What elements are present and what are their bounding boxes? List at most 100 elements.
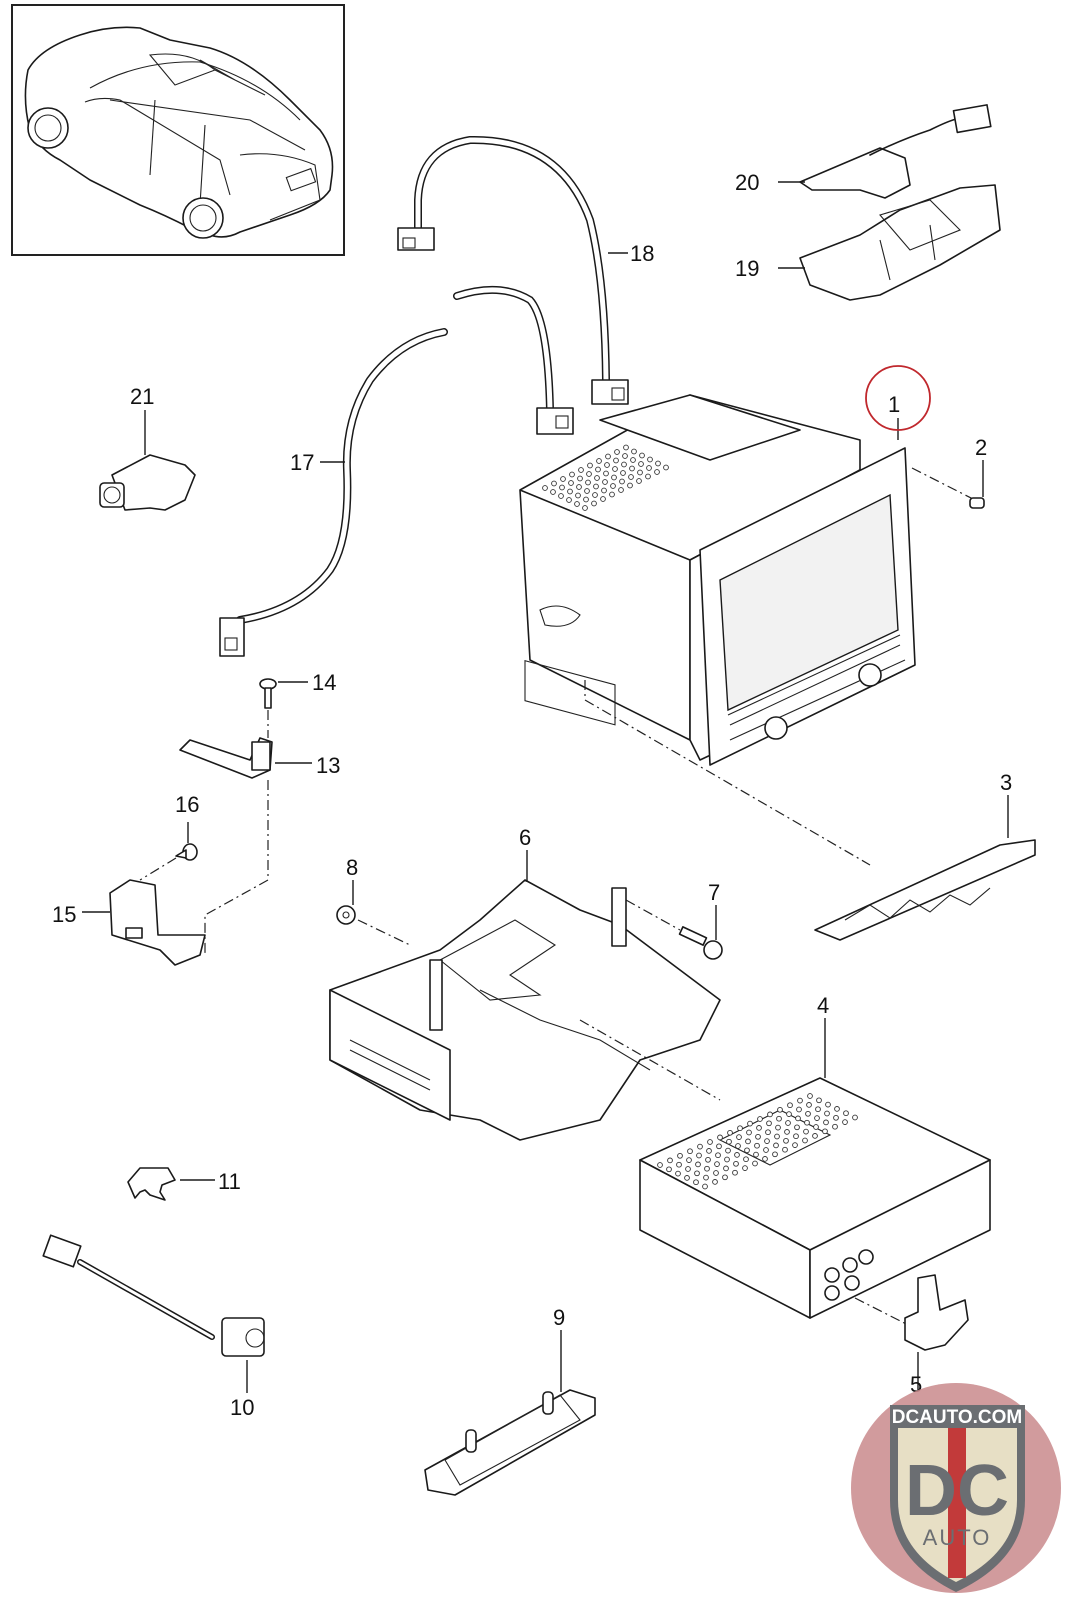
vent-holes (542, 444, 669, 511)
connector-icon (536, 407, 574, 435)
vent-hole (601, 487, 607, 494)
vent-hole (733, 1160, 739, 1167)
vent-hole (584, 488, 590, 494)
callout-16[interactable]: 16 (175, 792, 199, 817)
vent-hole (803, 1128, 809, 1135)
vent-hole (744, 1147, 750, 1154)
part-4-control-module (639, 1018, 991, 1319)
vent-hole (694, 1170, 700, 1177)
connector-icon (219, 617, 245, 657)
vent-hole (754, 1142, 760, 1149)
vent-hole (611, 474, 617, 481)
vent-hole (657, 1162, 663, 1168)
vent-hole (832, 1123, 838, 1130)
vent-hole (797, 1097, 803, 1104)
vent-hole (822, 1128, 828, 1135)
vent-hole (569, 471, 575, 478)
vent-hole (550, 489, 556, 495)
vent-hole (852, 1114, 858, 1121)
vent-hole (585, 479, 591, 486)
vent-hole (786, 1111, 792, 1117)
vent-hole (703, 1174, 709, 1181)
vent-hole (806, 1102, 812, 1108)
vent-hole (793, 1133, 799, 1140)
vent-hole (735, 1143, 741, 1149)
vent-hole (724, 1156, 730, 1163)
watermark-logo: DCAUTO.COM DC AUTO (851, 1383, 1061, 1593)
callout-15[interactable]: 15 (52, 902, 76, 927)
vent-hole (776, 1115, 782, 1122)
vent-hole (755, 1133, 761, 1140)
vent-hole (747, 1120, 753, 1127)
vent-hole (583, 496, 589, 503)
vent-hole (723, 1165, 729, 1172)
callout-10[interactable]: 10 (230, 1395, 254, 1420)
callout-labels: 1 2 3 4 5 6 7 8 9 10 11 13 14 15 16 17 1… (52, 170, 1012, 1420)
callout-21[interactable]: 21 (130, 384, 154, 409)
vent-hole (816, 1097, 822, 1104)
vent-hole (774, 1133, 780, 1140)
vent-hole (704, 1165, 710, 1172)
vent-hole (765, 1129, 771, 1136)
vent-hole (686, 1157, 692, 1163)
callout-2[interactable]: 2 (975, 435, 987, 460)
vent-hole (783, 1137, 789, 1144)
vent-hole (623, 444, 629, 451)
vent-hole (567, 488, 573, 495)
vent-hole (805, 1110, 811, 1117)
vent-hole (834, 1106, 840, 1112)
callout-14[interactable]: 14 (312, 670, 336, 695)
vent-hole (586, 471, 592, 477)
vent-hole (813, 1124, 819, 1130)
vent-hole (667, 1157, 673, 1164)
callout-6[interactable]: 6 (519, 825, 531, 850)
callout-19[interactable]: 19 (735, 256, 759, 281)
callout-11[interactable]: 11 (218, 1169, 241, 1194)
vent-hole (713, 1170, 719, 1176)
vent-hole (785, 1120, 791, 1126)
part-1-head-unit (519, 394, 916, 766)
vent-hole (628, 474, 634, 480)
callout-7[interactable]: 7 (708, 880, 720, 905)
vent-hole (574, 501, 580, 507)
vent-hole (610, 483, 616, 489)
screen (719, 493, 899, 712)
vent-hole (787, 1102, 793, 1109)
vent-hole (746, 1129, 752, 1136)
vent-hole (725, 1147, 731, 1154)
vent-hole (637, 469, 643, 476)
callout-3[interactable]: 3 (1000, 770, 1012, 795)
vent-hole (695, 1161, 701, 1168)
vent-hole (743, 1156, 749, 1163)
vent-hole (775, 1124, 781, 1131)
callout-1[interactable]: 1 (888, 392, 900, 417)
vent-hole (714, 1161, 720, 1167)
vent-hole (645, 473, 651, 480)
callout-13[interactable]: 13 (316, 753, 340, 778)
part-13-usb-bracket (179, 737, 312, 779)
callout-4[interactable]: 4 (817, 993, 829, 1018)
vent-hole (551, 480, 557, 487)
vent-hole (762, 1156, 768, 1162)
callout-9[interactable]: 9 (553, 1305, 565, 1330)
vent-hole (833, 1114, 839, 1121)
part-14-screw (259, 678, 308, 709)
part-15-usb-holder (82, 879, 206, 966)
vent-hole (825, 1101, 831, 1108)
callout-8[interactable]: 8 (346, 855, 358, 880)
vent-hole (630, 457, 636, 463)
callout-18[interactable]: 18 (630, 241, 654, 266)
vent-hole (677, 1152, 683, 1159)
vent-hole (685, 1166, 691, 1172)
vent-hole (736, 1134, 742, 1140)
part-11-clip (127, 1167, 215, 1201)
vent-hole (582, 505, 588, 511)
vent-hole (613, 457, 619, 464)
callout-20[interactable]: 20 (735, 170, 759, 195)
vent-hole (812, 1133, 818, 1139)
vent-hole (824, 1110, 830, 1117)
part-8-nut (336, 880, 411, 946)
callout-17[interactable]: 17 (290, 450, 314, 475)
vent-hole (693, 1179, 699, 1186)
vent-hole (558, 493, 564, 499)
